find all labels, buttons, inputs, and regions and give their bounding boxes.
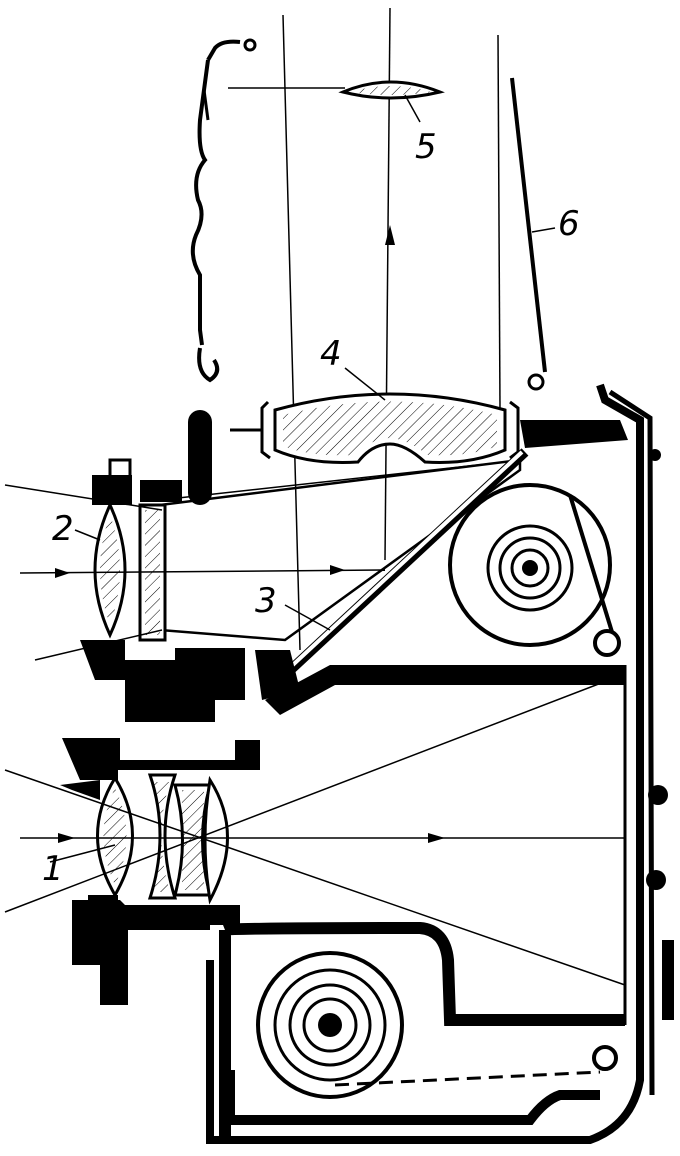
upper-film-spool — [448, 483, 621, 657]
hood-left-clip — [197, 347, 220, 383]
hood-left-side — [190, 39, 241, 346]
field-lens — [230, 392, 520, 464]
reflex-mirror — [255, 448, 529, 700]
hood-hinge-top — [243, 38, 257, 52]
callout-3: 3 — [255, 581, 277, 621]
taking-rays — [4, 674, 626, 986]
viewfinder-hood — [190, 38, 547, 391]
hood-right-hinge — [527, 373, 545, 391]
viewfinder-rays — [228, 7, 501, 651]
leader-lines — [74, 94, 556, 631]
viewing-rays — [4, 461, 506, 661]
camera-body — [206, 383, 674, 1144]
magnifier-lens — [338, 80, 445, 100]
hood-left-brace — [202, 89, 210, 121]
callout-6: 6 — [558, 204, 580, 244]
callout-1: 1 — [42, 849, 64, 889]
hood-right-flap — [510, 77, 547, 373]
lower-film-spool — [256, 951, 618, 1099]
body-right-wall — [206, 383, 644, 1144]
callout-4: 4 — [320, 334, 342, 374]
release-knob — [188, 410, 212, 505]
callout-5: 5 — [415, 127, 437, 167]
mirror-box-floor — [265, 665, 625, 715]
callout-2: 2 — [52, 509, 74, 549]
upward-arrow — [385, 225, 395, 245]
